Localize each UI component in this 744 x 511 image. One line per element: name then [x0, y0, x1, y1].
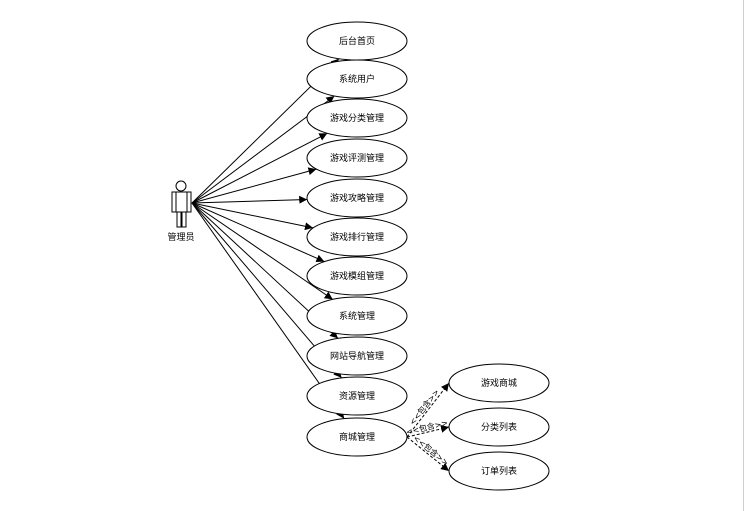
sub-use-case-label: 游戏商城 — [481, 377, 517, 389]
use-case-ellipse[interactable] — [306, 98, 408, 138]
use-case-node[interactable]: 系统管理 — [306, 296, 408, 336]
include-label: <<包含>> — [411, 433, 451, 468]
use-case-label: 资源管理 — [339, 390, 375, 402]
use-case-node[interactable]: 游戏评测管理 — [306, 138, 408, 178]
actor-figure-icon[interactable] — [171, 180, 192, 228]
use-case-ellipse[interactable] — [306, 178, 408, 218]
use-case-node[interactable]: 游戏排行管理 — [306, 217, 408, 257]
use-case-label: 游戏攻略管理 — [330, 192, 384, 204]
sub-use-case-label: 分类列表 — [481, 421, 517, 433]
include-arrow — [406, 382, 450, 438]
use-case-ellipse[interactable] — [306, 217, 408, 257]
use-case-node[interactable]: 后台首页 — [306, 21, 408, 61]
use-case-ellipse[interactable] — [306, 138, 408, 178]
sub-use-case-label: 订单列表 — [481, 465, 517, 477]
use-case-ellipse[interactable] — [306, 256, 408, 296]
use-case-node[interactable]: 游戏分类管理 — [306, 98, 408, 138]
use-case-label: 网站导航管理 — [330, 350, 384, 362]
association-arrow — [191, 202, 345, 419]
association-arrow — [191, 202, 314, 231]
use-case-node[interactable]: 游戏攻略管理 — [306, 178, 408, 218]
sub-use-case-node[interactable]: 分类列表 — [448, 407, 550, 447]
use-case-label: 游戏模组管理 — [330, 270, 384, 282]
use-case-label: 游戏分类管理 — [330, 112, 384, 124]
use-case-node[interactable]: 系统用户 — [306, 59, 408, 99]
include-arrow — [406, 436, 450, 472]
use-case-label: 系统用户 — [339, 73, 375, 85]
use-case-ellipse[interactable] — [306, 376, 408, 416]
association-arrow — [191, 202, 333, 300]
use-case-ellipse[interactable] — [306, 417, 408, 457]
sub-use-case-ellipse[interactable] — [448, 451, 550, 491]
use-case-node[interactable]: 资源管理 — [306, 376, 408, 416]
association-arrow — [191, 202, 325, 263]
association-arrow — [191, 195, 308, 204]
sub-use-case-node[interactable]: 订单列表 — [448, 451, 550, 491]
use-case-node[interactable]: 游戏模组管理 — [306, 256, 408, 296]
association-arrow — [191, 167, 317, 204]
use-case-label: 商城管理 — [339, 431, 375, 443]
use-case-node[interactable]: 商城管理 — [306, 417, 408, 457]
use-case-ellipse[interactable] — [306, 296, 408, 336]
use-case-ellipse[interactable] — [306, 59, 408, 99]
sub-use-case-ellipse[interactable] — [448, 407, 550, 447]
include-lines — [406, 382, 450, 472]
include-arrow — [406, 424, 450, 438]
use-case-label: 游戏评测管理 — [330, 152, 384, 164]
association-arrow — [191, 132, 328, 204]
actor-label: 管理员 — [167, 231, 194, 243]
sub-use-case-node[interactable]: 游戏商城 — [448, 363, 550, 403]
use-case-label: 游戏排行管理 — [330, 231, 384, 243]
use-case-ellipse[interactable] — [306, 336, 408, 376]
use-case-node[interactable]: 网站导航管理 — [306, 336, 408, 376]
use-case-label: 系统管理 — [339, 310, 375, 322]
sub-use-case-ellipse[interactable] — [448, 363, 550, 403]
use-case-label: 后台首页 — [339, 35, 375, 47]
